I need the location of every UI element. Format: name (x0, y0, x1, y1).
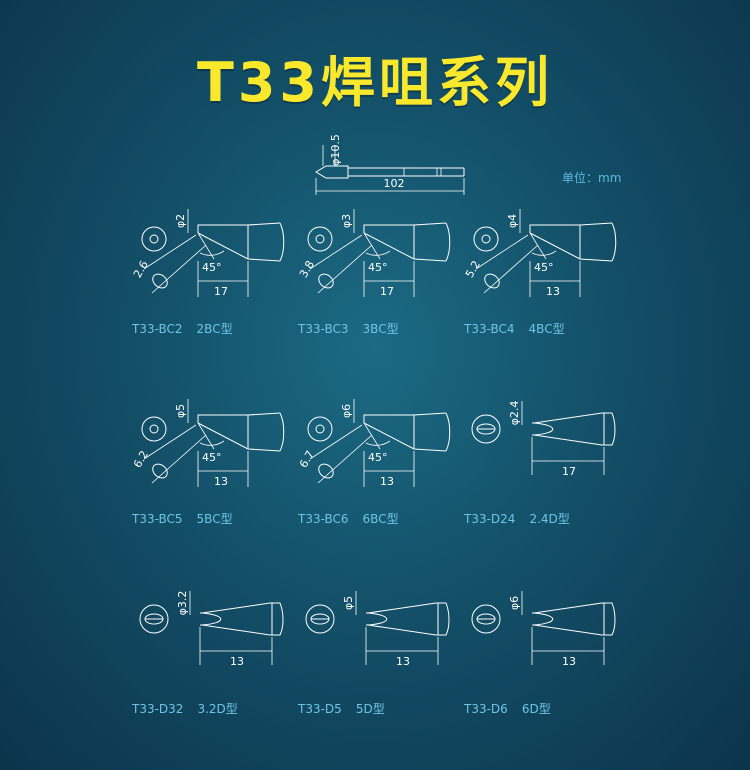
tip-diameter-label: φ4 (506, 214, 519, 228)
tip-model: 2BC型 (197, 322, 233, 336)
tip-overview-drawing: φ10.5 102 (315, 134, 465, 195)
tip-code: T33-BC5 (131, 512, 183, 526)
tip-code: T33-D32 (131, 702, 183, 716)
tip-caption: T33-BC4 4BC型 (463, 322, 565, 336)
tip-angle-label: 45° (368, 261, 388, 274)
unit-label: 单位：mm (562, 170, 621, 185)
tip-length-label: 13 (562, 655, 576, 668)
tip-angle-label: 45° (368, 451, 388, 464)
overview-diameter-label: φ10.5 (329, 134, 342, 166)
tip-length-label: 13 (546, 285, 560, 298)
tip-caption: T33-D32 3.2D型 (131, 702, 238, 716)
tip-face-width-label: 3.8 (297, 258, 317, 280)
tip-diameter-label: φ5 (342, 596, 355, 610)
tip-code: T33-D6 (463, 702, 508, 716)
tip-model: 2.4D型 (529, 512, 569, 526)
tip-face-width-label: 6.7 (297, 448, 317, 470)
tip-face-width-label: 2.6 (131, 258, 151, 280)
tip-caption: T33-D24 2.4D型 (463, 512, 570, 526)
tip-diameter-label: φ3 (340, 214, 353, 228)
tip-angle-label: 45° (202, 451, 222, 464)
tip-length-label: 13 (380, 475, 394, 488)
tip-diameter-label: φ6 (508, 596, 521, 610)
tip-diameter-label: φ5 (174, 404, 187, 418)
tip-face-width-label: 5.2 (463, 258, 483, 280)
tip-code: T33-BC4 (463, 322, 515, 336)
tip-code: T33-D5 (297, 702, 342, 716)
tip-code: T33-D24 (463, 512, 515, 526)
tip-code: T33-BC6 (297, 512, 349, 526)
tip-caption: T33-D6 6D型 (463, 702, 551, 716)
tip-angle-label: 45° (534, 261, 554, 274)
tip-model: 6BC型 (363, 512, 399, 526)
overview-length-label: 102 (384, 177, 405, 190)
tip-face-width-label: 6.2 (131, 448, 151, 470)
tip-length-label: 13 (214, 475, 228, 488)
tip-code: T33-BC2 (131, 322, 183, 336)
page-title: T33焊咀系列 (197, 51, 553, 114)
tip-model: 5BC型 (197, 512, 233, 526)
tip-length-label: 17 (562, 465, 576, 478)
tip-length-label: 17 (214, 285, 228, 298)
tip-length-label: 17 (380, 285, 394, 298)
tip-model: 6D型 (522, 702, 551, 716)
tip-model: 3BC型 (363, 322, 399, 336)
tip-angle-label: 45° (202, 261, 222, 274)
tip-caption: T33-BC5 5BC型 (131, 512, 233, 526)
tip-diameter-label: φ2.4 (508, 401, 521, 426)
tip-caption: T33-BC6 6BC型 (297, 512, 399, 526)
tip-caption: T33-D5 5D型 (297, 702, 385, 716)
tip-model: 4BC型 (529, 322, 565, 336)
tip-caption: T33-BC2 2BC型 (131, 322, 233, 336)
tip-model: 5D型 (356, 702, 385, 716)
tip-model: 3.2D型 (197, 702, 237, 716)
tip-length-label: 13 (396, 655, 410, 668)
tip-length-label: 13 (230, 655, 244, 668)
tip-code: T33-BC3 (297, 322, 349, 336)
tip-caption: T33-BC3 3BC型 (297, 322, 399, 336)
tip-diameter-label: φ2 (174, 214, 187, 228)
tip-diameter-label: φ3.2 (176, 591, 189, 616)
tip-diameter-label: φ6 (340, 404, 353, 418)
